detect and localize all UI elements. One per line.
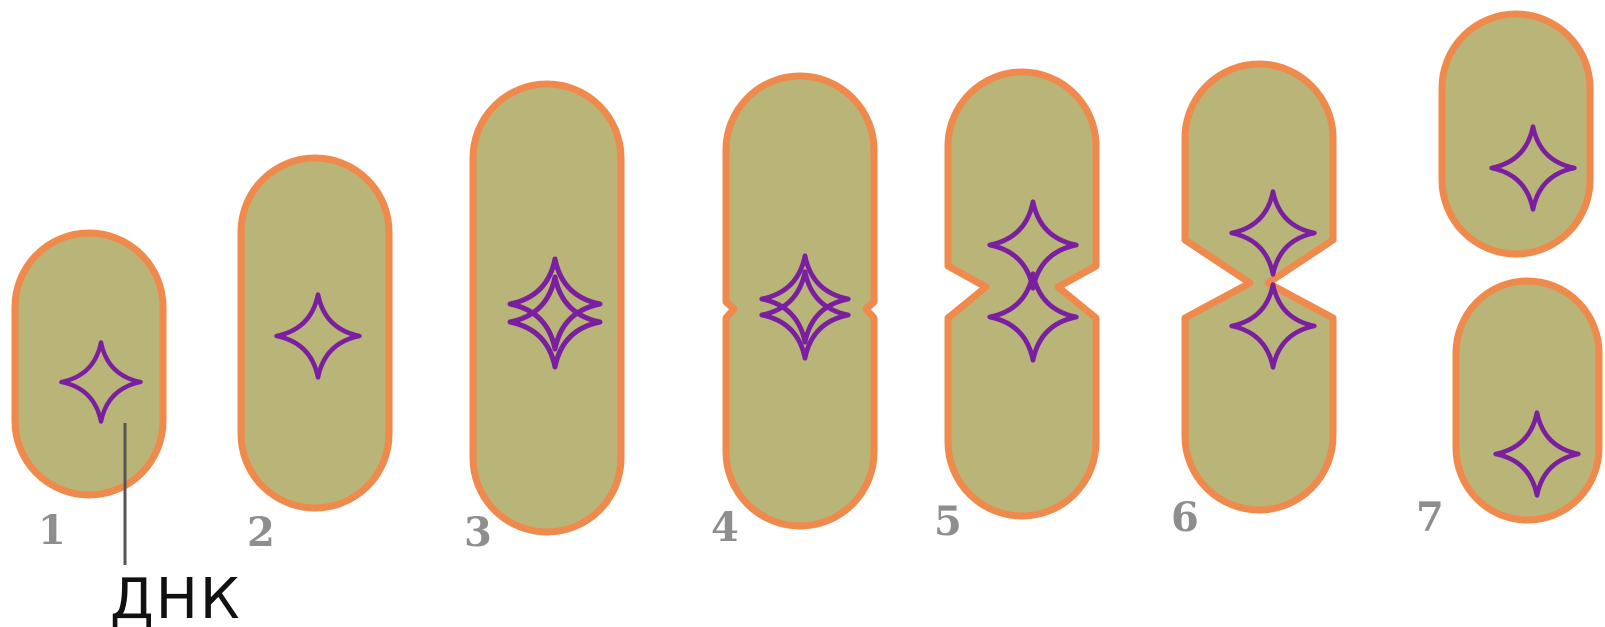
- stage-number-2: 2: [247, 509, 275, 556]
- stage-number-6: 6: [1171, 494, 1199, 541]
- stage-5-cell: [948, 72, 1096, 516]
- stage-number-7: 7: [1416, 494, 1444, 541]
- stage-number-1: 1: [38, 507, 66, 554]
- stage-4-cell: [726, 76, 874, 526]
- stage-6-cell: [1185, 64, 1333, 510]
- stage-2-cell: [241, 158, 389, 508]
- stage-number-4: 4: [711, 504, 739, 551]
- stage-number-3: 3: [464, 509, 492, 556]
- stage-7-bottom-cell: [1456, 281, 1599, 520]
- dna-label: ДНК: [110, 567, 242, 627]
- stage-1-cell: [15, 233, 163, 495]
- stage-3-cell: [473, 84, 621, 532]
- stage-number-5: 5: [934, 498, 962, 545]
- stage-7-top-cell: [1442, 14, 1590, 254]
